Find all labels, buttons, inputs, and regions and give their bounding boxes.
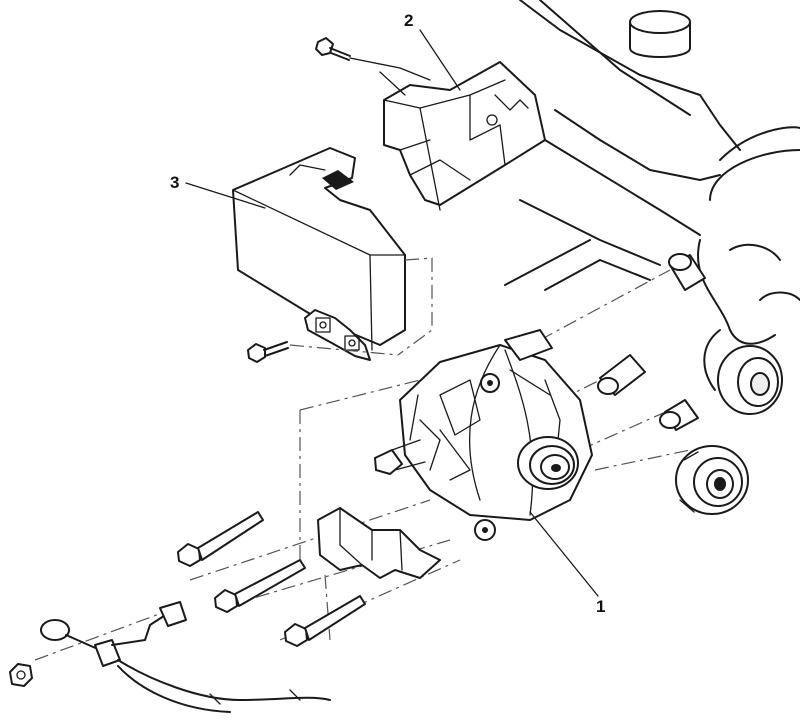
bolt-upper-shield (315, 37, 351, 61)
callout-3-label: 3 (170, 173, 179, 192)
wiring-harness (40, 601, 331, 713)
alternator-bracket (317, 507, 441, 579)
alternator (374, 329, 593, 541)
callout-1-leader (529, 511, 599, 597)
spacer-middle (597, 354, 646, 396)
callout-1-label: 1 (596, 597, 605, 616)
idler-pulley-upper (717, 345, 783, 415)
engine-block-outline (504, 0, 800, 391)
idler-pulley-lower (675, 445, 749, 515)
upper-heat-shield (383, 61, 546, 211)
mounting-bolt-2 (214, 559, 306, 613)
bolt-side-shield (247, 341, 289, 363)
callout-3-leader (185, 182, 266, 209)
spacer-upper (668, 253, 706, 291)
callout-2-leader (419, 29, 461, 91)
bolt-guide-line-upper-b (379, 71, 406, 96)
mounting-bolt-3 (284, 595, 366, 647)
cap-plug (629, 10, 691, 58)
mounting-bolt-1 (177, 511, 264, 567)
callout-2-label: 2 (404, 11, 413, 30)
side-heat-shield (232, 147, 406, 361)
spacer-lower (659, 399, 699, 431)
bolt-guide-line-upper (349, 57, 431, 81)
harness-nut (9, 663, 33, 687)
